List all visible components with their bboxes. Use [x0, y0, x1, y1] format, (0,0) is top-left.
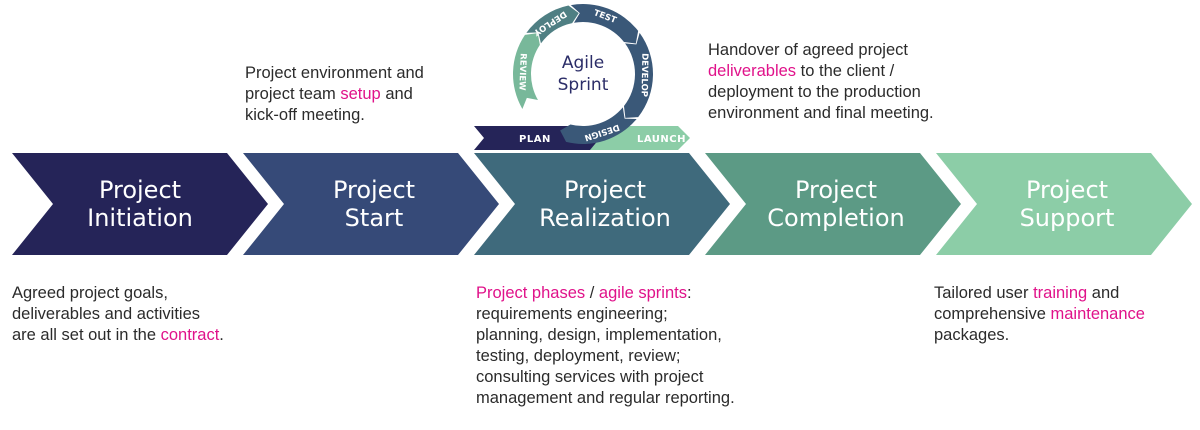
sprint-stage-deploy-arrow: [526, 5, 579, 44]
sprint-stage-develop-label: DEVELOP: [639, 53, 650, 97]
completion-description: Handover of agreed project deliverables …: [708, 41, 934, 122]
launch-label: LAUNCH: [637, 134, 686, 145]
phase-chevron-realization: [474, 153, 730, 255]
sprint-stage-test-arrow: [570, 3, 639, 44]
sprint-stage-review-label: REVIEW: [516, 53, 527, 91]
sprint-center-circle: [536, 27, 630, 121]
phase-chevron-initiation: [12, 153, 268, 255]
initiation-description: Agreed project goals, deliverables and a…: [12, 284, 224, 344]
realization-description: Project phases / agile sprints: requirem…: [476, 284, 735, 407]
plan-label: PLAN: [519, 134, 551, 145]
phase-chevron-start: [243, 153, 499, 255]
phase-chevron-support: [936, 153, 1192, 255]
sprint-stage-design-arrow: [560, 107, 637, 144]
sprint-center-line2: Sprint: [558, 75, 609, 95]
phase-chevron-completion: [705, 153, 961, 255]
start-description: Project environment and project team set…: [245, 64, 424, 124]
sprint-center-line1: Agile: [562, 53, 604, 73]
support-description: Tailored user training and comprehensive…: [934, 284, 1145, 344]
sprint-stage-develop-arrow: [623, 32, 653, 118]
sprint-stage-review-arrow: [513, 33, 540, 110]
